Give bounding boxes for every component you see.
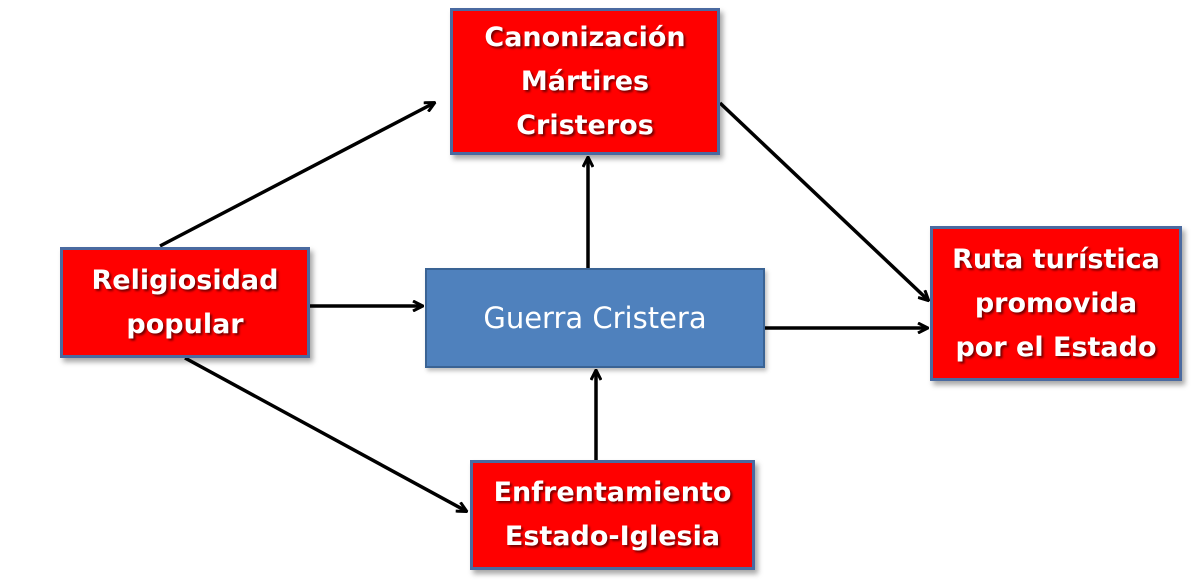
arrow-religiosidad-to-canonizacion	[159, 103, 434, 248]
arrow-canonizacion-to-ruta	[718, 101, 928, 300]
node-text-line: Guerra Cristera	[483, 301, 707, 335]
node-text-line: Canonización	[484, 21, 686, 53]
node-text-line: Mártires	[520, 65, 650, 97]
node-text-line: Religiosidad	[91, 264, 279, 296]
node-text-line: por el Estado	[955, 331, 1157, 363]
node-enfrentamiento-estado-iglesia: Enfrentamiento Estado-Iglesia	[470, 460, 755, 570]
node-text-line: popular	[126, 308, 244, 340]
arrow-religiosidad-to-enfrentamiento	[184, 356, 466, 511]
node-text-line: Estado-Iglesia	[504, 521, 721, 552]
node-text-line: Enfrentamiento	[493, 477, 732, 508]
node-guerra-cristera: Guerra Cristera	[425, 268, 765, 368]
node-canonizacion-martires-cristeros: Canonización Mártires Cristeros	[450, 8, 720, 155]
node-religiosidad-popular: Religiosidad popular	[60, 247, 310, 358]
node-text-line: promovida	[974, 287, 1138, 319]
node-ruta-turistica: Ruta turística promovida por el Estado	[930, 226, 1182, 381]
node-text-line: Ruta turística	[952, 243, 1160, 275]
node-text-line: Cristeros	[516, 109, 654, 141]
